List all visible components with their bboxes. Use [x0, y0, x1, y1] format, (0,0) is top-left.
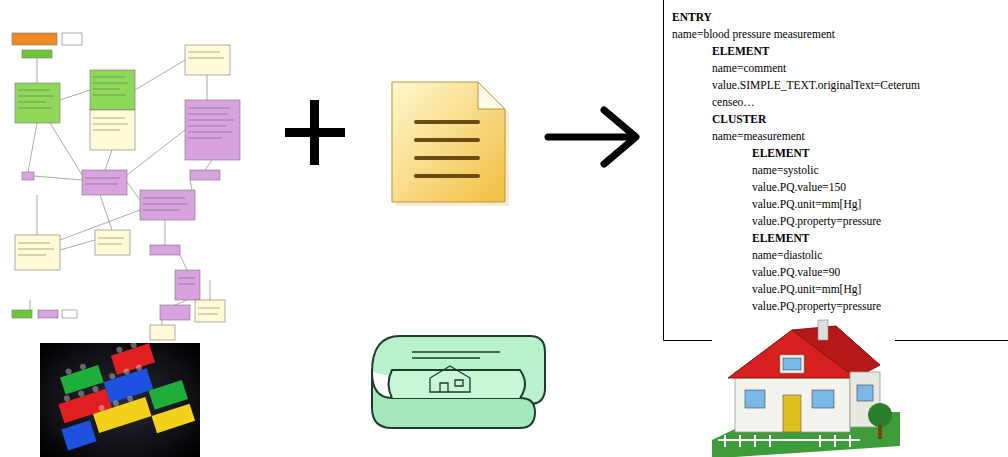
attribute-line: name=measurement [712, 128, 1002, 145]
attribute-line: value.PQ.unit=mm[Hg] [752, 281, 1002, 298]
attribute-line: value.PQ.value=150 [752, 179, 1002, 196]
attribute-line: value.SIMPLE_TEXT.originalText=Ceterum c… [712, 77, 944, 111]
attribute-line: value.PQ.property=pressure [752, 213, 1002, 230]
attribute-line: name=blood pressure measurement [672, 26, 1002, 43]
attribute-line: name=diastolic [752, 247, 1002, 264]
structure-keyword: ELEMENT [752, 145, 1002, 162]
structure-keyword: ENTRY [672, 9, 1002, 26]
attribute-line: value.PQ.value=90 [752, 264, 1002, 281]
text-panel-border [664, 0, 1008, 341]
attribute-line: name=systolic [752, 162, 1002, 179]
lego-bricks [40, 331, 200, 457]
attribute-line: name=comment [712, 60, 1002, 77]
lego-house [712, 320, 900, 457]
class-boxes [12, 33, 240, 340]
structure-keyword: ELEMENT [712, 43, 1002, 60]
structure-keyword: ELEMENT [752, 230, 1002, 247]
result-arrow [548, 110, 636, 164]
blueprint-scroll [372, 336, 545, 428]
attribute-line: value.PQ.property=pressure [752, 298, 1002, 315]
text-panel: ENTRYname=blood pressure measurementELEM… [672, 9, 1002, 315]
structure-keyword: CLUSTER [712, 111, 1002, 128]
plus-sign [285, 100, 345, 165]
class-box-rows [18, 52, 234, 314]
attribute-line: value.PQ.unit=mm[Hg] [752, 196, 1002, 213]
document-icon [392, 82, 509, 206]
